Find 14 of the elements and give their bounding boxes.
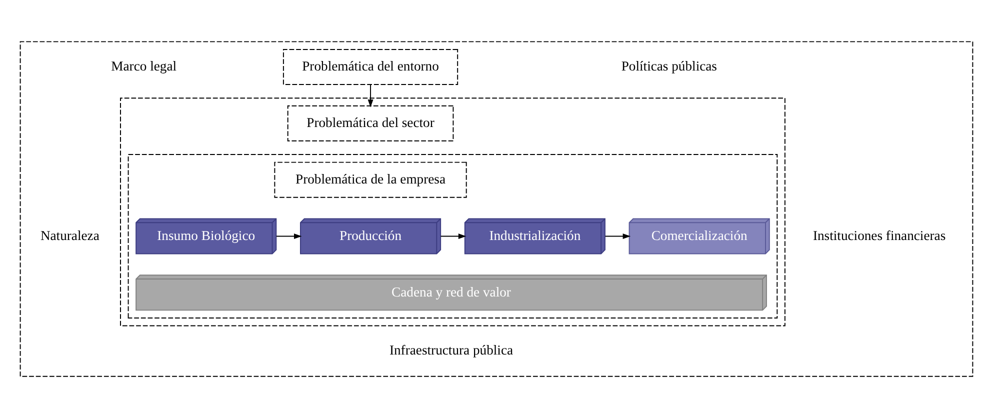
node-box: Problemática del sector [287,104,454,141]
node-box: Problemática del entorno [282,48,458,84]
arrow [604,233,631,238]
label: Instituciones financieras [812,227,946,242]
label: Marco legal [111,58,177,74]
cluster [128,154,778,318]
cluster [20,40,974,376]
label: Infraestructura pública [389,342,514,358]
node-box: Problemática de la empresa [274,161,467,198]
label: Políticas públicas [621,58,717,74]
arrow [440,233,466,238]
label: Naturaleza [40,227,100,242]
arrow [368,84,374,107]
arrow [276,233,302,238]
